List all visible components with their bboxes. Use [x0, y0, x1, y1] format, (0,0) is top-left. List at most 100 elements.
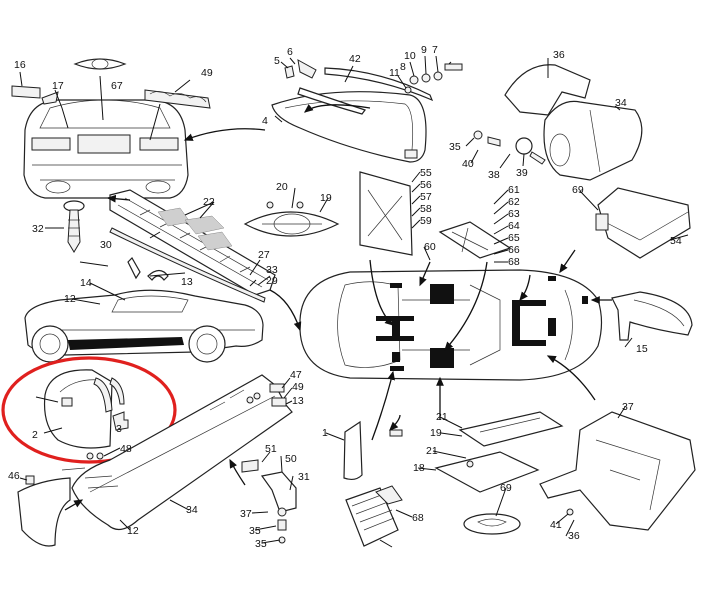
callout-label: 51	[265, 443, 277, 455]
under-tray-part	[359, 171, 413, 256]
callout-label: 8	[400, 61, 406, 73]
callout-label: 58	[420, 203, 432, 215]
callout-label: 20	[276, 181, 288, 193]
callout-label: 31	[298, 471, 310, 483]
callout-label: 39	[516, 167, 528, 179]
jack-plate-part	[434, 411, 564, 493]
callout-label: 12	[64, 293, 76, 305]
callout-label: 55	[420, 167, 432, 179]
callout-label: 42	[349, 53, 361, 65]
callout-label: 29	[266, 275, 278, 287]
callout-label: 32	[32, 223, 44, 235]
callout-label: 19	[320, 192, 332, 204]
callout-label: 6	[287, 46, 293, 58]
callout-label: 35	[255, 538, 267, 550]
callout-label: 67	[111, 80, 123, 92]
callout-label: 5	[274, 55, 280, 67]
callout-label: 21	[436, 411, 448, 423]
mirror-bracket-part	[473, 64, 643, 181]
callout-label: 33	[266, 264, 278, 276]
callout-label: 60	[424, 241, 436, 253]
callout-label: 49	[292, 381, 304, 393]
rear-badge-part	[11, 71, 69, 129]
callout-label: 15	[636, 343, 648, 355]
cover-plate-part	[438, 221, 512, 259]
callout-label: 9	[421, 44, 427, 56]
callout-label: 69	[572, 184, 584, 196]
callout-label: 37	[622, 401, 634, 413]
callout-label: 54	[670, 235, 682, 247]
rear-view-car	[23, 99, 189, 199]
callout-arrows	[64, 104, 612, 511]
callout-label: 61	[508, 184, 520, 196]
callout-label: 4	[262, 115, 268, 127]
callout-label: 1	[322, 427, 328, 439]
callout-label: 38	[488, 169, 500, 181]
callout-label: 63	[508, 208, 520, 220]
callout-label: 62	[508, 196, 520, 208]
callout-label: 57	[420, 191, 432, 203]
callout-label: 36	[553, 49, 565, 61]
top-view-car	[299, 269, 603, 381]
air-duct-part	[595, 187, 691, 259]
callout-label: 41	[550, 519, 562, 531]
callout-label: 66	[508, 244, 520, 256]
callout-label: 35	[249, 525, 261, 537]
callout-label: 64	[508, 220, 520, 232]
front-emblem-part	[243, 201, 340, 237]
callout-label: 3	[116, 423, 122, 435]
callout-label: 59	[420, 215, 432, 227]
highlight-circle	[1, 356, 177, 464]
callout-label: 12	[127, 525, 139, 537]
undertray-part	[539, 411, 696, 531]
callout-label: 13	[181, 276, 193, 288]
callout-label: 40	[462, 158, 474, 170]
callout-label: 27	[258, 249, 270, 261]
sill-panel-part	[71, 374, 293, 531]
side-view-car	[24, 289, 264, 363]
callout-label: 36	[568, 530, 580, 542]
callout-label: 68	[508, 256, 520, 268]
callout-label: 17	[52, 80, 64, 92]
push-clip-part	[63, 200, 85, 253]
grommet-part	[463, 513, 521, 535]
callout-label: 50	[285, 453, 297, 465]
seal-strips-part	[157, 207, 233, 251]
callout-label: 14	[80, 277, 92, 289]
callout-label: 37	[240, 508, 252, 520]
side-scoop-part	[611, 291, 693, 341]
part-numbers: 16 17 67 49 6 5 42 10 9 7 8 11 4 36 35 4…	[8, 44, 682, 550]
drain-hose-part	[127, 257, 169, 281]
window-frame-part	[271, 91, 427, 163]
wing-badge-part	[73, 58, 127, 121]
callout-label: 68	[412, 512, 424, 524]
callout-label: 35	[449, 141, 461, 153]
wheel-arch-liner-part	[43, 369, 129, 460]
callout-label: 65	[508, 232, 520, 244]
callout-label: 69	[500, 482, 512, 494]
callout-label: 18	[413, 462, 425, 474]
callout-label: 34	[186, 504, 198, 516]
script-badge-part	[144, 79, 211, 141]
callout-label: 49	[201, 67, 213, 79]
callout-label: 46	[8, 470, 20, 482]
callout-label: 11	[389, 67, 400, 79]
mud-flap-part	[343, 420, 403, 481]
callout-label: 7	[432, 44, 438, 56]
callout-label: 13	[292, 395, 304, 407]
callout-label: 21	[426, 445, 438, 457]
floor-mat-part	[345, 485, 403, 547]
callout-label: 2	[32, 429, 38, 441]
callout-label: 56	[420, 179, 432, 191]
fender-part	[17, 467, 119, 547]
callout-label: 10	[404, 50, 416, 62]
callout-label: 30	[100, 239, 112, 251]
callout-label: 22	[203, 196, 215, 208]
trim-strip-part	[284, 59, 463, 115]
callout-label: 16	[14, 59, 26, 71]
leader-lines	[19, 55, 689, 548]
callout-label: 19	[430, 427, 442, 439]
callout-label: 48	[120, 443, 132, 455]
callout-label: 47	[290, 369, 302, 381]
